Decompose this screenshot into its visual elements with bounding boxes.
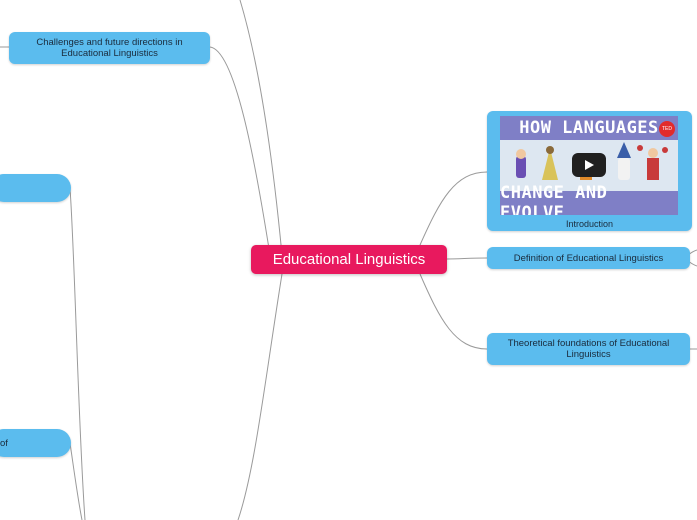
node-label: Challenges and future directions in Educ… xyxy=(36,37,183,59)
node-left-offscreen-1[interactable] xyxy=(0,174,71,202)
node-challenges-future-directions[interactable]: Challenges and future directions in Educ… xyxy=(9,32,210,64)
node-label: of xyxy=(0,437,8,449)
play-icon[interactable] xyxy=(572,153,606,177)
figure-4 xyxy=(618,158,630,180)
connector-left-1 xyxy=(69,187,86,520)
connector-top xyxy=(239,0,283,256)
figure-4-hat xyxy=(617,142,631,158)
node-label: Definition of Educational Linguistics xyxy=(513,252,664,264)
figure-5-head xyxy=(648,148,658,158)
figure-5 xyxy=(647,158,659,180)
video-thumbnail[interactable]: HOW LANGUAGES CHANGE AND EVOLVE TED xyxy=(500,116,678,215)
dot-1 xyxy=(637,145,643,151)
connector-theoretical xyxy=(419,273,488,350)
figure-2-head xyxy=(546,146,554,154)
dot-2 xyxy=(662,147,668,153)
video-caption: Introduction xyxy=(565,219,614,229)
node-theoretical-foundations[interactable]: Theoretical foundations of Educational L… xyxy=(487,333,690,365)
thumbnail-title-bottom: CHANGE AND EVOLVE xyxy=(500,183,678,215)
connector-left-2 xyxy=(69,442,83,520)
central-topic-label: Educational Linguistics xyxy=(272,251,426,268)
node-label: Theoretical foundations of Educational L… xyxy=(507,338,670,360)
figure-2 xyxy=(542,148,558,180)
node-definition-educational-linguistics[interactable]: Definition of Educational Linguistics xyxy=(487,247,690,269)
node-left-offscreen-2[interactable]: of xyxy=(0,429,71,457)
figure-1 xyxy=(516,156,526,178)
connector-challenges xyxy=(209,46,271,256)
connector-intro xyxy=(419,171,488,246)
ted-logo-badge: TED xyxy=(659,121,675,137)
thumbnail-title-top: HOW LANGUAGES xyxy=(500,116,678,140)
connector-definition xyxy=(446,257,488,260)
connector-bottom xyxy=(237,273,283,520)
figure-1-head xyxy=(516,149,526,159)
node-introduction-video[interactable]: HOW LANGUAGES CHANGE AND EVOLVE TED xyxy=(487,111,692,231)
central-topic-educational-linguistics[interactable]: Educational Linguistics xyxy=(251,245,447,274)
